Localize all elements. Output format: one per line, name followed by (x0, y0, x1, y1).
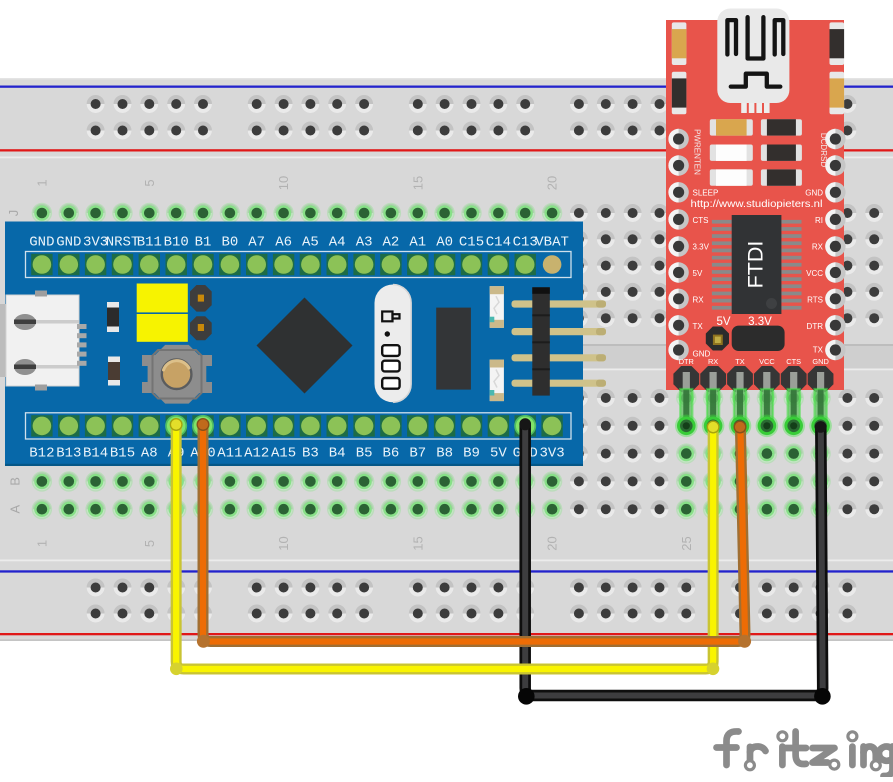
svg-text:15: 15 (410, 536, 425, 550)
svg-text:DTR: DTR (807, 322, 824, 331)
svg-text:VCC: VCC (806, 269, 823, 278)
svg-text:B1: B1 (195, 234, 212, 250)
svg-text:J: J (6, 210, 21, 217)
svg-text:B10: B10 (164, 234, 189, 250)
svg-text:SLEEP: SLEEP (693, 189, 719, 198)
svg-text:A15: A15 (271, 445, 296, 461)
svg-text:A7: A7 (248, 234, 265, 250)
svg-text:A11: A11 (217, 445, 242, 461)
svg-text:C15: C15 (459, 234, 484, 250)
svg-text:B7: B7 (409, 445, 426, 461)
svg-text:1: 1 (34, 179, 49, 186)
svg-text:20: 20 (545, 176, 560, 190)
svg-text:B6: B6 (382, 445, 399, 461)
svg-text:15: 15 (410, 176, 425, 190)
svg-text:CTS: CTS (693, 216, 709, 225)
svg-text:A0: A0 (436, 234, 453, 250)
svg-text:A6: A6 (275, 234, 292, 250)
svg-text:A1: A1 (409, 234, 426, 250)
svg-text:B8: B8 (436, 445, 453, 461)
svg-text:GND: GND (693, 350, 711, 359)
svg-text:1: 1 (34, 540, 49, 547)
svg-text:B3: B3 (302, 445, 319, 461)
svg-text:CTS: CTS (786, 357, 801, 366)
svg-text:RX: RX (812, 243, 824, 252)
svg-text:5V: 5V (693, 269, 703, 278)
svg-text:VCC: VCC (759, 357, 775, 366)
svg-text:FTDI: FTDI (744, 241, 768, 289)
svg-text:10: 10 (276, 176, 291, 190)
svg-text:A8: A8 (141, 445, 158, 461)
svg-text:PWRENTEN: PWRENTEN (693, 129, 702, 175)
svg-text:RTS: RTS (807, 296, 823, 305)
svg-text:DTR: DTR (679, 357, 694, 366)
svg-text:DCDRSD: DCDRSD (819, 133, 828, 167)
svg-text:3V3: 3V3 (539, 445, 564, 461)
svg-text:C13: C13 (513, 234, 538, 250)
svg-text:GND: GND (29, 234, 54, 250)
svg-text:B14: B14 (83, 445, 108, 461)
svg-text:A5: A5 (302, 234, 319, 250)
svg-text:B0: B0 (221, 234, 238, 250)
svg-text:GND: GND (812, 357, 828, 366)
svg-text:5: 5 (142, 540, 157, 547)
svg-text:B15: B15 (110, 445, 135, 461)
svg-text:A2: A2 (382, 234, 399, 250)
svg-text:10: 10 (276, 536, 291, 550)
svg-text:A12: A12 (244, 445, 269, 461)
svg-text:5V: 5V (490, 445, 507, 461)
svg-text:A4: A4 (329, 234, 346, 250)
svg-text:5V: 5V (716, 316, 730, 328)
svg-text:NRST: NRST (106, 234, 140, 250)
svg-text:5: 5 (142, 179, 157, 186)
svg-text:VBAT: VBAT (535, 234, 569, 250)
svg-text:20: 20 (545, 536, 560, 550)
svg-text:3V3: 3V3 (83, 234, 108, 250)
svg-text:RI: RI (815, 216, 823, 225)
svg-text:RX: RX (708, 357, 718, 366)
svg-text:B11: B11 (137, 234, 162, 250)
svg-text:3.3V: 3.3V (748, 316, 772, 328)
svg-text:B13: B13 (56, 445, 81, 461)
svg-text:3.3V: 3.3V (693, 243, 710, 252)
svg-text:B12: B12 (29, 445, 54, 461)
svg-text:http://www.studiopieters.nl: http://www.studiopieters.nl (691, 199, 823, 210)
svg-text:TX: TX (693, 322, 704, 331)
svg-text:B4: B4 (329, 445, 346, 461)
svg-text:C14: C14 (486, 234, 511, 250)
svg-text:B5: B5 (356, 445, 373, 461)
svg-text:B: B (8, 477, 23, 486)
svg-text:RX: RX (693, 296, 705, 305)
svg-text:GND: GND (805, 189, 823, 198)
svg-text:A: A (8, 505, 23, 514)
svg-text:TX: TX (813, 346, 824, 355)
svg-text:A3: A3 (356, 234, 373, 250)
svg-text:TX: TX (735, 357, 745, 366)
svg-text:B9: B9 (463, 445, 480, 461)
svg-text:GND: GND (56, 234, 81, 250)
svg-text:25: 25 (679, 536, 694, 550)
